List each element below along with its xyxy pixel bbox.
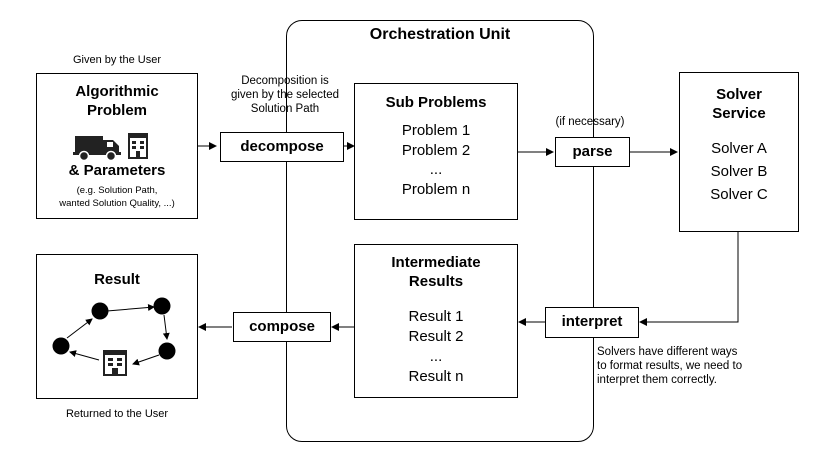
intermediate-item: ... (429, 348, 443, 365)
solver-title: Solver Service (680, 85, 798, 123)
graph-node-icon (52, 337, 70, 355)
solver-service-box: Solver Service Solver A Solver B Solver … (679, 72, 799, 232)
decomposition-note-line2: given by the selected (230, 89, 340, 101)
input-title: Algorithmic Problem (37, 82, 197, 120)
result-caption: Returned to the User (65, 408, 169, 420)
intermediate-item: Result n (408, 368, 464, 385)
arrow-solver-to-interpret (639, 232, 739, 326)
solver-title-line2: Service (712, 105, 766, 122)
graph-edge (69, 350, 100, 361)
intermediate-results-box: Intermediate Results Result 1 Result 2 .… (354, 244, 518, 398)
intermediate-item: Result 1 (408, 308, 464, 325)
input-example-line2: wanted Solution Quality, ...) (59, 198, 175, 209)
intermediate-title-line2: Results (408, 273, 464, 290)
graph-edge (132, 354, 160, 366)
input-example: (e.g. Solution Path, wanted Solution Qua… (37, 184, 197, 210)
input-box: Algorithmic Problem & Parameters (e.g. S… (36, 73, 198, 219)
intermediate-title-line1: Intermediate (391, 254, 481, 271)
result-box: Result (36, 254, 198, 399)
result-graph (52, 297, 176, 376)
solver-item: Solver C (710, 186, 768, 203)
interpret-note-line2: to format results, we need to (597, 360, 743, 372)
input-title-line1: Algorithmic (75, 83, 159, 100)
subproblems-list: Problem 1 Problem 2 ... Problem n (355, 121, 517, 199)
subproblem-item: Problem n (401, 180, 471, 198)
decomposition-note-line3: Solution Path (250, 103, 320, 115)
orchestration-unit-frame (286, 20, 594, 442)
truck-icon (73, 136, 121, 162)
decompose-box: decompose (220, 132, 344, 162)
result-title: Result (94, 271, 140, 288)
input-example-line1: (e.g. Solution Path, (76, 185, 158, 196)
subproblems-box: Sub Problems Problem 1 Problem 2 ... Pro… (354, 83, 518, 220)
graph-edge (162, 314, 170, 340)
interpret-label: interpret (561, 313, 623, 330)
parse-note: (if necessary) (555, 116, 625, 128)
subproblems-title: Sub Problems (385, 94, 487, 111)
parse-box: parse (555, 137, 630, 167)
interpret-note-line3: interpret them correctly. (597, 374, 717, 386)
building-icon (128, 133, 148, 159)
solver-list: Solver A Solver B Solver C (680, 137, 798, 206)
parse-label: parse (572, 143, 613, 160)
subproblem-item: Problem 1 (401, 122, 471, 139)
solver-item: Solver B (710, 163, 768, 180)
intermediate-item: Result 2 (408, 328, 464, 345)
subproblem-item: ... (429, 161, 443, 178)
graph-edge (66, 318, 93, 339)
interpret-note: Solvers have different ways to format re… (597, 345, 797, 387)
graph-node-icon (153, 297, 171, 315)
compose-label: compose (249, 318, 315, 335)
building-icon (103, 350, 127, 376)
input-caption: Given by the User (72, 54, 162, 66)
orchestration-unit-title: Orchestration Unit (369, 26, 511, 43)
intermediate-title: Intermediate Results (355, 253, 517, 291)
graph-edge (106, 304, 155, 312)
graph-node-icon (158, 342, 176, 360)
compose-box: compose (233, 312, 331, 342)
subproblem-item: Problem 2 (401, 141, 471, 159)
intermediate-list: Result 1 Result 2 ... Result n (355, 307, 517, 387)
solver-item: Solver A (711, 140, 767, 157)
decomposition-note-line1: Decomposition is (241, 75, 329, 87)
solver-title-line1: Solver (716, 86, 762, 103)
input-params: & Parameters (68, 162, 166, 179)
interpret-note-line1: Solvers have different ways (597, 346, 738, 358)
decomposition-note: Decomposition is given by the selected S… (220, 74, 350, 116)
decompose-label: decompose (240, 138, 324, 155)
interpret-box: interpret (545, 307, 639, 338)
graph-node-icon (91, 302, 109, 320)
input-title-line2: Problem (86, 102, 147, 119)
